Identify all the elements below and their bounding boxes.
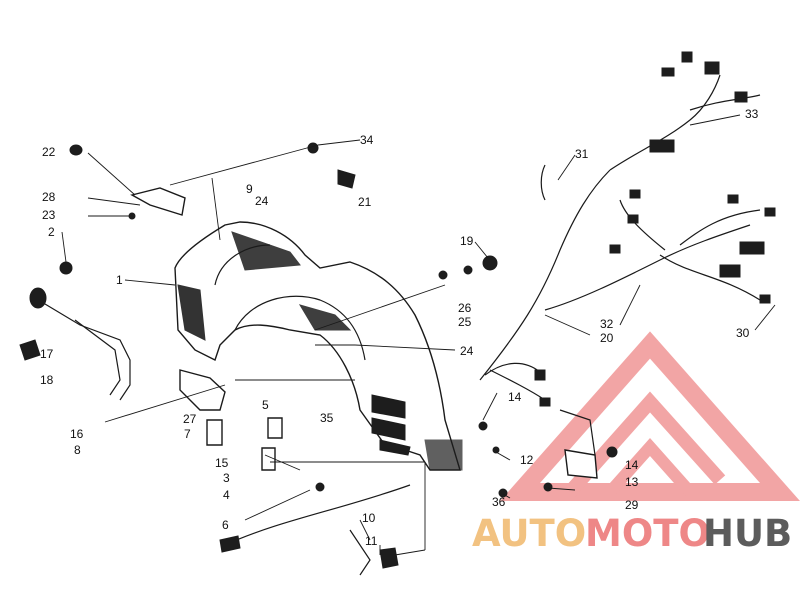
console-shroud <box>174 221 463 471</box>
callout-19: 19 <box>460 234 474 248</box>
callout-12: 12 <box>520 453 534 467</box>
callout-24-top: 24 <box>255 194 269 208</box>
callout-32: 32 <box>600 317 614 331</box>
callout-10: 10 <box>362 511 376 525</box>
callout-21: 21 <box>358 195 372 209</box>
callout-16: 16 <box>70 427 84 441</box>
callout-33: 33 <box>745 107 759 121</box>
callout-18: 18 <box>40 373 54 387</box>
callout-27: 27 <box>183 412 197 426</box>
callout-6: 6 <box>222 518 229 532</box>
watermark-hub: HUB <box>703 512 792 555</box>
callout-15: 15 <box>215 456 229 470</box>
callout-14-right: 14 <box>625 458 639 472</box>
callout-11: 11 <box>365 534 378 548</box>
choke-cable-assembly <box>19 261 131 401</box>
callout-labels: 34 22 28 23 2 9 24 21 1 19 17 18 26 25 2… <box>40 107 759 548</box>
callout-26: 26 <box>458 301 472 315</box>
callout-8: 8 <box>74 443 81 457</box>
callout-25: 25 <box>458 315 472 329</box>
callout-9: 9 <box>246 182 253 196</box>
watermark-moto: MOTO <box>585 512 710 555</box>
callout-23: 23 <box>42 208 56 222</box>
callout-28: 28 <box>42 190 56 204</box>
callout-22: 22 <box>42 145 56 159</box>
small-hardware <box>179 142 618 576</box>
callout-14-left: 14 <box>508 390 522 404</box>
callout-4: 4 <box>223 488 230 502</box>
mounting-bracket <box>69 144 186 220</box>
callout-2: 2 <box>48 225 55 239</box>
wiring-harness <box>479 51 776 407</box>
callout-30: 30 <box>736 326 750 340</box>
watermark-auto: AUTO <box>472 512 586 555</box>
callout-5: 5 <box>262 398 269 412</box>
callout-31: 31 <box>575 147 589 161</box>
callout-3: 3 <box>223 471 230 485</box>
callout-17: 17 <box>40 347 54 361</box>
callout-1: 1 <box>116 273 123 287</box>
callout-20: 20 <box>600 331 614 345</box>
leader-lines <box>61 114 776 556</box>
callout-24-mid: 24 <box>460 344 474 358</box>
watermark-wordmark: AUTO MOTO HUB <box>472 512 792 555</box>
callout-13: 13 <box>625 475 639 489</box>
callout-29: 29 <box>625 498 639 512</box>
callout-7: 7 <box>184 427 191 441</box>
callout-36: 36 <box>492 495 506 509</box>
callout-35: 35 <box>320 411 334 425</box>
watermark-logo <box>500 331 800 501</box>
callout-34: 34 <box>360 133 374 147</box>
